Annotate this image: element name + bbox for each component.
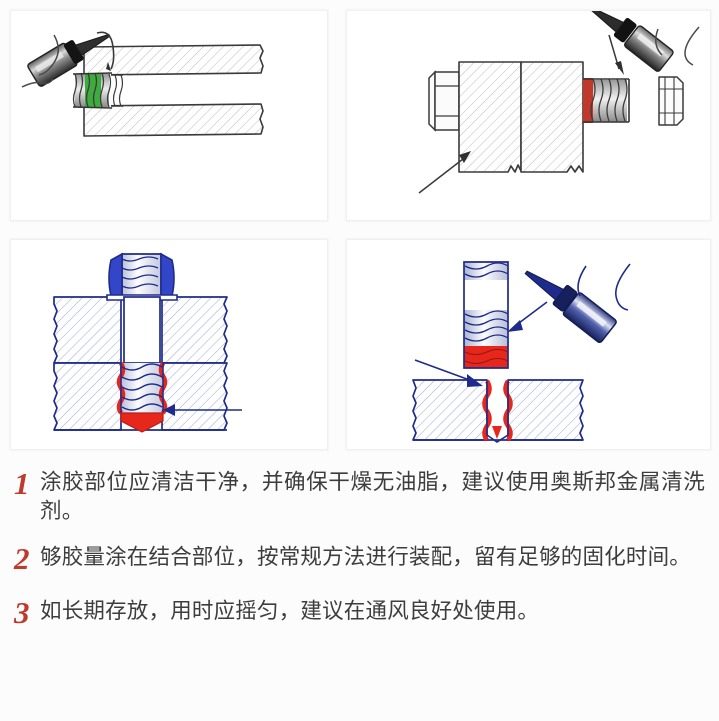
apply-adhesive-to-threaded-rod-illustration: [21, 31, 264, 137]
lower-workpiece: [83, 103, 264, 137]
illustration-panel-2: [336, 0, 719, 229]
hand-sketch-lines: [577, 263, 631, 311]
direction-arrow-top: [608, 34, 624, 75]
instruction-step-3: 3 如长期存放，用时应摇匀，建议在通风良好处使用。: [10, 597, 705, 630]
adhesive-pool: [120, 412, 164, 433]
hand-sketch-lines: [21, 34, 59, 88]
bolt-threaded-shaft: [583, 78, 630, 123]
illustration-panel-1: [0, 0, 336, 229]
apply-adhesive-into-blind-hole-illustration: [412, 261, 631, 443]
illustration-panel-3: [0, 229, 336, 458]
step-number-3: 3: [14, 595, 30, 631]
panel-4-frame: [346, 239, 711, 450]
workpiece-with-blind-hole: [412, 379, 584, 443]
illustration-panel-4: [336, 229, 719, 458]
hole-bottom-adhesive: [492, 426, 502, 439]
bolt-shank: [123, 296, 161, 364]
direction-arrow: [96, 31, 115, 71]
bolt-head-and-washer: [106, 252, 178, 301]
adhesive-applicator-bottle: [588, 11, 700, 72]
direction-arrow-lower: [414, 359, 483, 387]
apply-adhesive-to-bolt-before-nut-illustration: [418, 11, 700, 194]
step-text-2: 够胶量涂在结合部位，按常规方法进行装配，留有足够的固化时间。: [40, 544, 692, 570]
bolt-with-adhesive: [463, 261, 509, 369]
adhesive-band-red: [583, 78, 593, 123]
lower-plate-section: [53, 362, 228, 431]
threaded-engagement-with-adhesive: [116, 361, 168, 433]
step-number-2: 2: [14, 540, 30, 576]
panel-1-frame: [10, 10, 328, 221]
instruction-step-2: 2 够胶量涂在结合部位，按常规方法进行装配，留有足够的固化时间。: [10, 540, 705, 576]
upper-workpiece: [83, 44, 264, 76]
clamped-workpiece: [458, 61, 584, 173]
hex-nut: [658, 76, 684, 126]
adhesive-applicator-bottle: [524, 263, 631, 344]
step-text-3: 如长期存放，用时应摇匀，建议在通风良好处使用。: [40, 599, 540, 625]
adhesive-applicator-bottle: [21, 33, 111, 88]
instruction-step-1: 1 涂胶部位应清洁干净，并确保干燥无油脂，建议使用奥斯邦金属清洗剂。: [10, 466, 705, 527]
upper-plate-section: [53, 296, 228, 364]
direction-arrow-upper: [507, 301, 548, 332]
cured-adhesive-in-blind-hole-section-illustration: [53, 252, 242, 433]
bolt-head: [428, 70, 460, 132]
panel-3-frame: [10, 239, 328, 450]
step-text-1: 涂胶部位应清洁干净，并确保干燥无油脂，建议使用奥斯邦金属清洗剂。: [40, 470, 705, 524]
adhesive-pointer-arrow: [163, 404, 242, 416]
direction-arrow-bottom: [418, 151, 471, 194]
adhesive-band-red: [464, 346, 508, 368]
instruction-list: 1 涂胶部位应清洁干净，并确保干燥无油脂，建议使用奥斯邦金属清洗剂。 2 够胶量…: [0, 462, 719, 721]
hand-sketch-lines: [655, 26, 700, 66]
step-number-1: 1: [14, 466, 30, 501]
panel-2-frame: [346, 10, 711, 221]
illustration-grid: [0, 0, 719, 458]
threaded-rod: [72, 72, 124, 109]
